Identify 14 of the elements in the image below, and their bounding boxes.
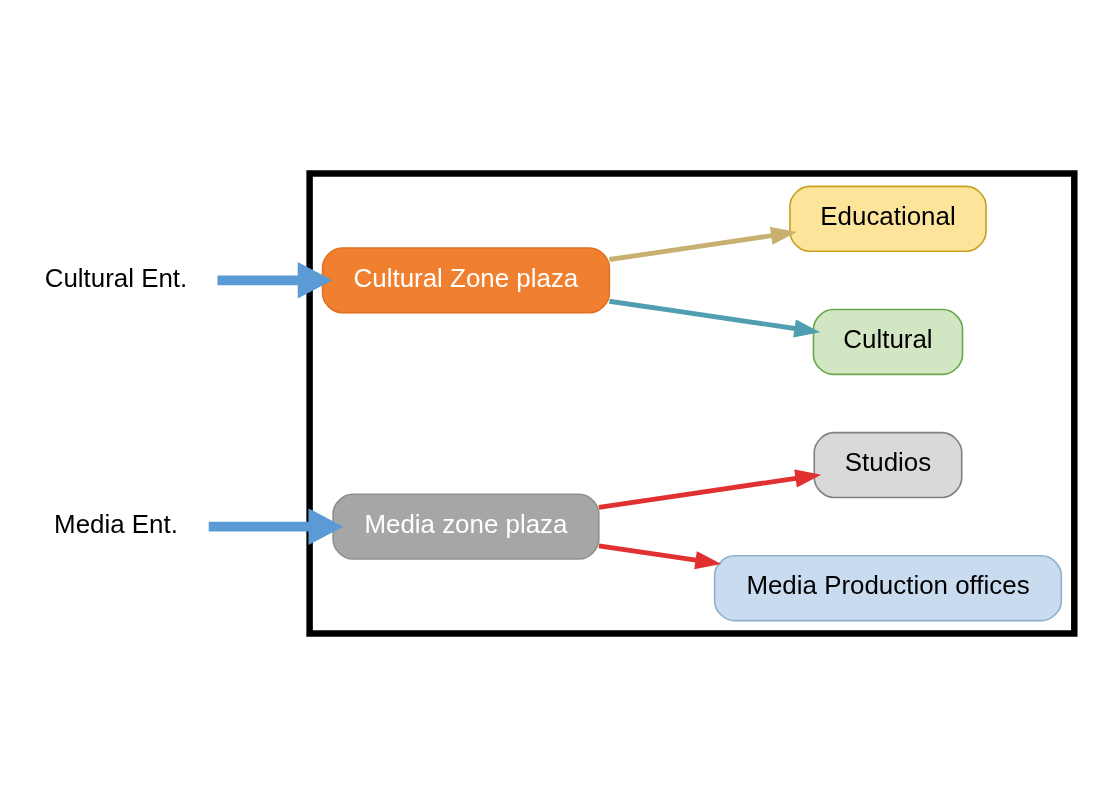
arrow: [609, 298, 821, 338]
node-box: Cultural Zone plaza: [321, 247, 611, 314]
node-box: Educational: [789, 185, 987, 252]
arrow: [609, 226, 797, 262]
node-text: Media Ent.: [54, 509, 178, 538]
arrow: [598, 543, 722, 570]
node-box: Cultural: [812, 308, 964, 376]
node-text: Cultural Ent.: [44, 263, 188, 292]
node-box: Media Production offices: [713, 555, 1063, 622]
arrow: [217, 262, 333, 299]
arrow: [208, 508, 344, 545]
node-box: Media zone plaza: [332, 493, 600, 560]
arrow: [598, 469, 822, 510]
node-box: Studios: [813, 431, 963, 499]
